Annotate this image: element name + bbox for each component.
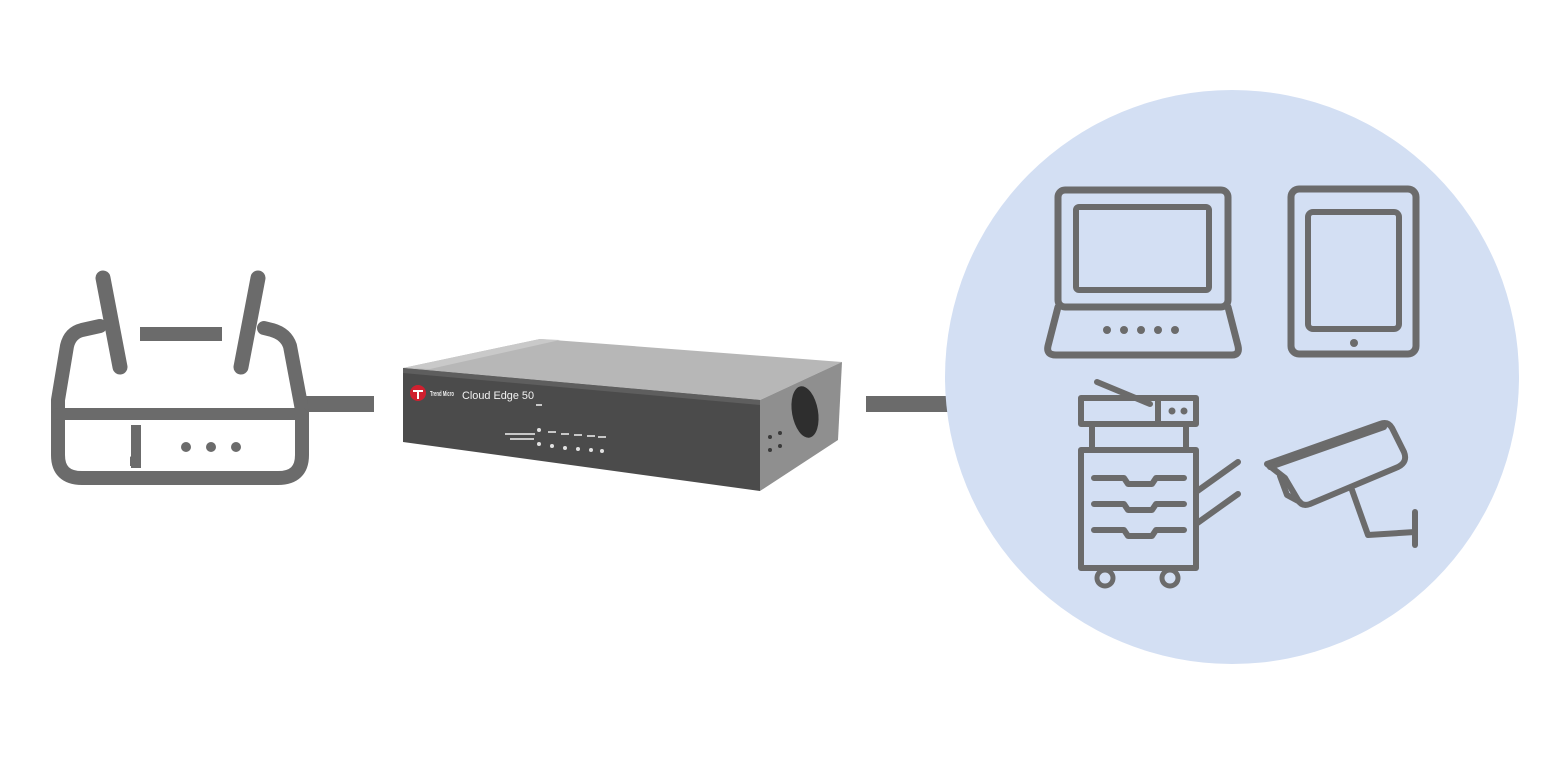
connection-router-appliance xyxy=(300,396,374,412)
connection-appliance-devices xyxy=(866,396,950,412)
appliance-brand: Trend Micro xyxy=(430,391,454,398)
laptop-keyboard-dots xyxy=(1103,326,1179,334)
wifi-router-icon xyxy=(51,270,309,485)
security-appliance xyxy=(403,339,842,491)
laptop-icon xyxy=(1044,186,1242,359)
appliance-model: Cloud Edge 50 xyxy=(462,390,534,402)
security-camera-icon xyxy=(1264,420,1418,548)
tablet-icon xyxy=(1287,185,1420,358)
trend-micro-logo-mark xyxy=(413,390,423,399)
router-status-dots xyxy=(181,442,241,452)
printer-copier-icon xyxy=(1078,379,1241,589)
printer-panel-dots xyxy=(1168,407,1188,415)
tablet-home-button xyxy=(1350,339,1358,347)
device-zone-circle xyxy=(945,90,1519,664)
